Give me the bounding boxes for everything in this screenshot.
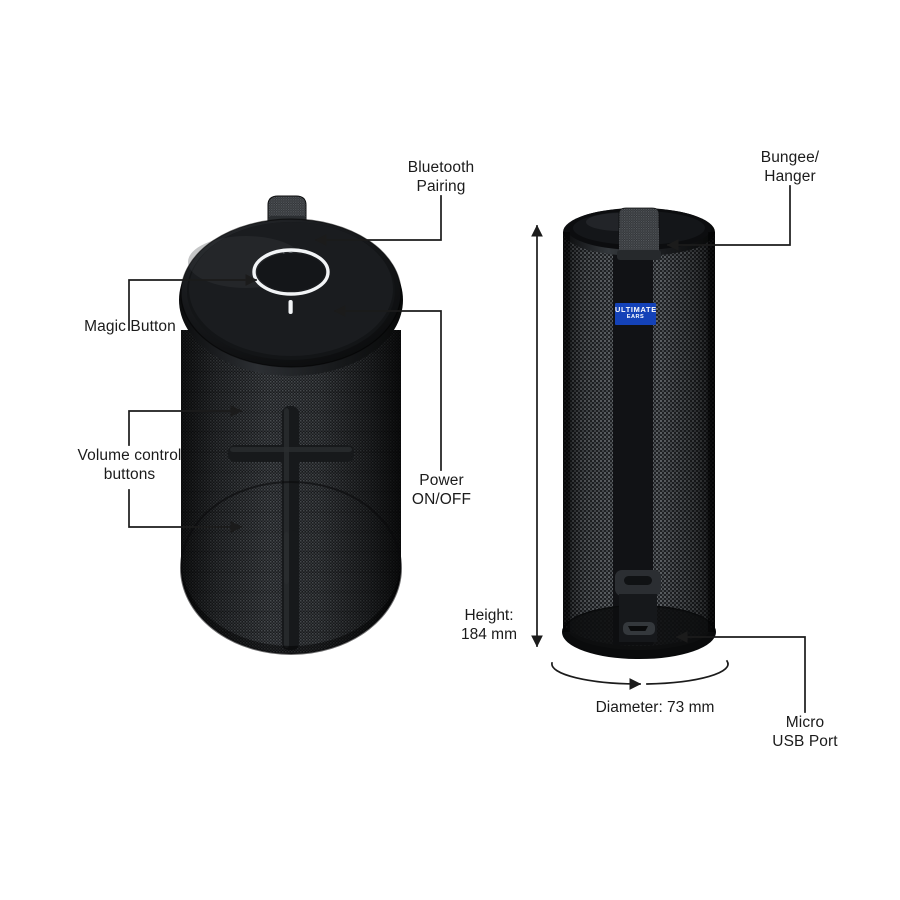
callout-label-bluetooth-pairing: Bluetooth Pairing [407, 159, 475, 195]
speaker-back-illustration [562, 207, 716, 659]
callout-line-bungee [666, 185, 791, 251]
callout-line-micro-usb [675, 631, 806, 713]
badge-line-1: ULTIMATE [615, 305, 657, 314]
bungee-clip-shape [615, 570, 661, 596]
callout-label-volume-control-buttons: Volume control buttons [77, 447, 182, 483]
callout-line-power [333, 305, 442, 471]
callout-label-micro-usb-port: Micro USB Port [772, 714, 838, 750]
callout-line-bluetooth-pairing [314, 195, 442, 246]
micro-usb-port-shape [623, 622, 655, 635]
ultimate-ears-badge: ULTIMATE EARS [615, 303, 656, 325]
dimension-arc-diameter-left [551, 661, 642, 690]
power-icon-glyph [288, 300, 293, 314]
badge-line-2: EARS [626, 313, 645, 320]
callout-line-volume-lower [128, 489, 243, 533]
callout-label-magic-button: Magic Button [84, 318, 176, 335]
speaker-front-illustration [179, 195, 403, 655]
dimension-label-diameter: Diameter: 73 mm [595, 699, 715, 716]
callout-line-magic-button [128, 274, 258, 331]
dimension-arc-diameter-right [646, 659, 729, 685]
magic-button-shape [252, 248, 330, 296]
callout-label-power-on-off: Power ON/OFF [411, 472, 472, 508]
callout-label-bungee-hanger: Bungee/ Hanger [760, 149, 820, 185]
dimension-label-height: Height: 184 mm [461, 607, 517, 643]
callout-line-volume-upper [128, 405, 243, 446]
